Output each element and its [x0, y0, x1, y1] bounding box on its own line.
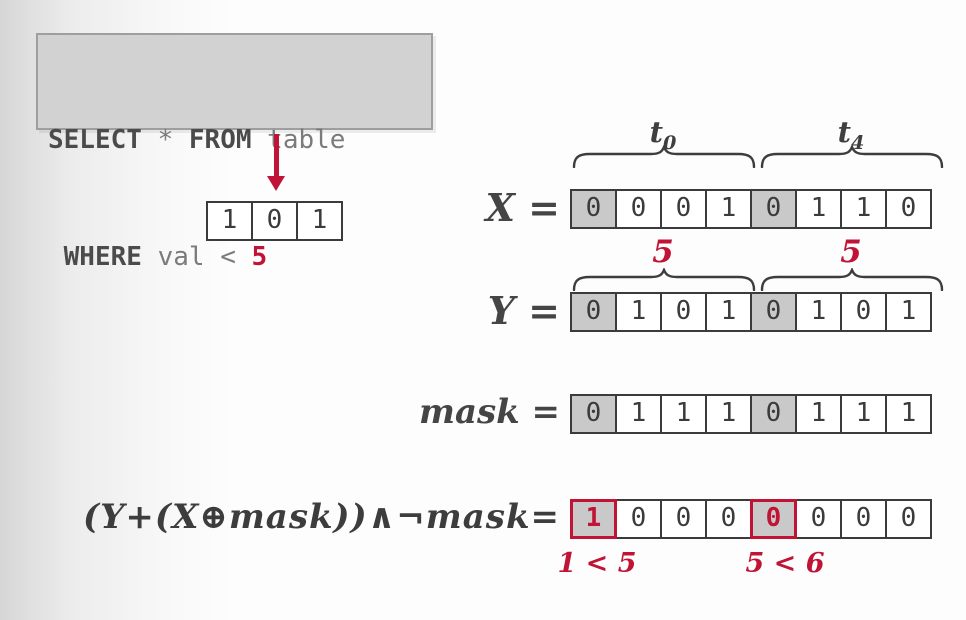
bit-cell: 1: [660, 394, 707, 434]
bit-cell: 0: [660, 499, 707, 539]
sql-keyword-select: SELECT: [48, 125, 142, 155]
mask-row-label: mask =: [418, 392, 560, 432]
sql-query-box: SELECT * FROM table WHERE val < 5: [36, 33, 433, 272]
bit-cell: 1: [885, 292, 932, 332]
t4-label: t4: [838, 115, 865, 154]
bit-cell: 1: [840, 394, 887, 434]
bit-cell: 1: [795, 394, 842, 434]
sql-line-1: SELECT * FROM table: [48, 121, 421, 160]
bit-cell: 1: [705, 189, 752, 229]
bit-cell: 1: [885, 394, 932, 434]
bit-cell: 0: [615, 499, 662, 539]
sql-star: *: [141, 125, 189, 155]
y-row-label: Y =: [487, 288, 560, 333]
t0-base: t: [649, 115, 664, 149]
bit-cell: 0: [750, 292, 797, 332]
bit-cell: 1: [795, 292, 842, 332]
bit-cell: 1: [705, 394, 752, 434]
bit-cell: 1: [296, 201, 343, 241]
t0-subscript: 0: [663, 131, 677, 154]
bit-cell: 0: [885, 189, 932, 229]
down-arrow-icon: [267, 176, 285, 191]
bit-cell: 1: [615, 292, 662, 332]
brace-t4: [760, 145, 944, 168]
sql-keyword-where: WHERE: [48, 242, 142, 272]
bit-cell: 1: [840, 189, 887, 229]
five-label-right: 5: [840, 234, 862, 270]
bit-cell: 0: [660, 189, 707, 229]
t0-label: t0: [650, 115, 677, 154]
bit-cell: 1: [615, 394, 662, 434]
sql-keyword-from: FROM: [188, 125, 252, 155]
brace-t0: [572, 145, 756, 168]
bit-cell: 0: [840, 292, 887, 332]
five-label-left: 5: [652, 234, 674, 270]
bit-cell: 0: [660, 292, 707, 332]
comparison-annotation-left: 1 < 5: [557, 548, 637, 579]
sql-condition: val <: [141, 242, 252, 272]
bit-cell: 0: [750, 394, 797, 434]
bit-cell: 0: [251, 201, 298, 241]
t4-base: t: [837, 115, 852, 149]
brace-five-left: [572, 268, 756, 291]
bit-cell: 0: [570, 394, 617, 434]
bit-cell: 0: [705, 499, 752, 539]
bit-cell: 1: [206, 201, 253, 241]
brace-five-right: [760, 268, 944, 291]
bit-cell: 0: [885, 499, 932, 539]
bit-cell: 1: [795, 189, 842, 229]
bit-cell: 0: [750, 499, 797, 539]
bit-cell: 1: [705, 292, 752, 332]
down-arrow-shaft: [274, 134, 279, 177]
sql-line-2: WHERE val < 5: [48, 238, 421, 277]
sql-threshold-value: 5: [251, 242, 268, 272]
bit-cell: 0: [840, 499, 887, 539]
t4-subscript: 4: [851, 131, 865, 154]
result-formula-label: (Y+(X⊕mask))∧¬mask=: [83, 497, 560, 537]
bit-cell: 0: [570, 189, 617, 229]
sql-table-name: table: [251, 125, 346, 155]
bit-cell: 0: [750, 189, 797, 229]
comparison-annotation-right: 5 < 6: [745, 548, 825, 579]
bit-cell: 0: [795, 499, 842, 539]
bit-cell: 1: [570, 499, 617, 539]
x-row-label: X =: [485, 185, 560, 230]
bit-cell: 0: [570, 292, 617, 332]
bit-cell: 0: [615, 189, 662, 229]
